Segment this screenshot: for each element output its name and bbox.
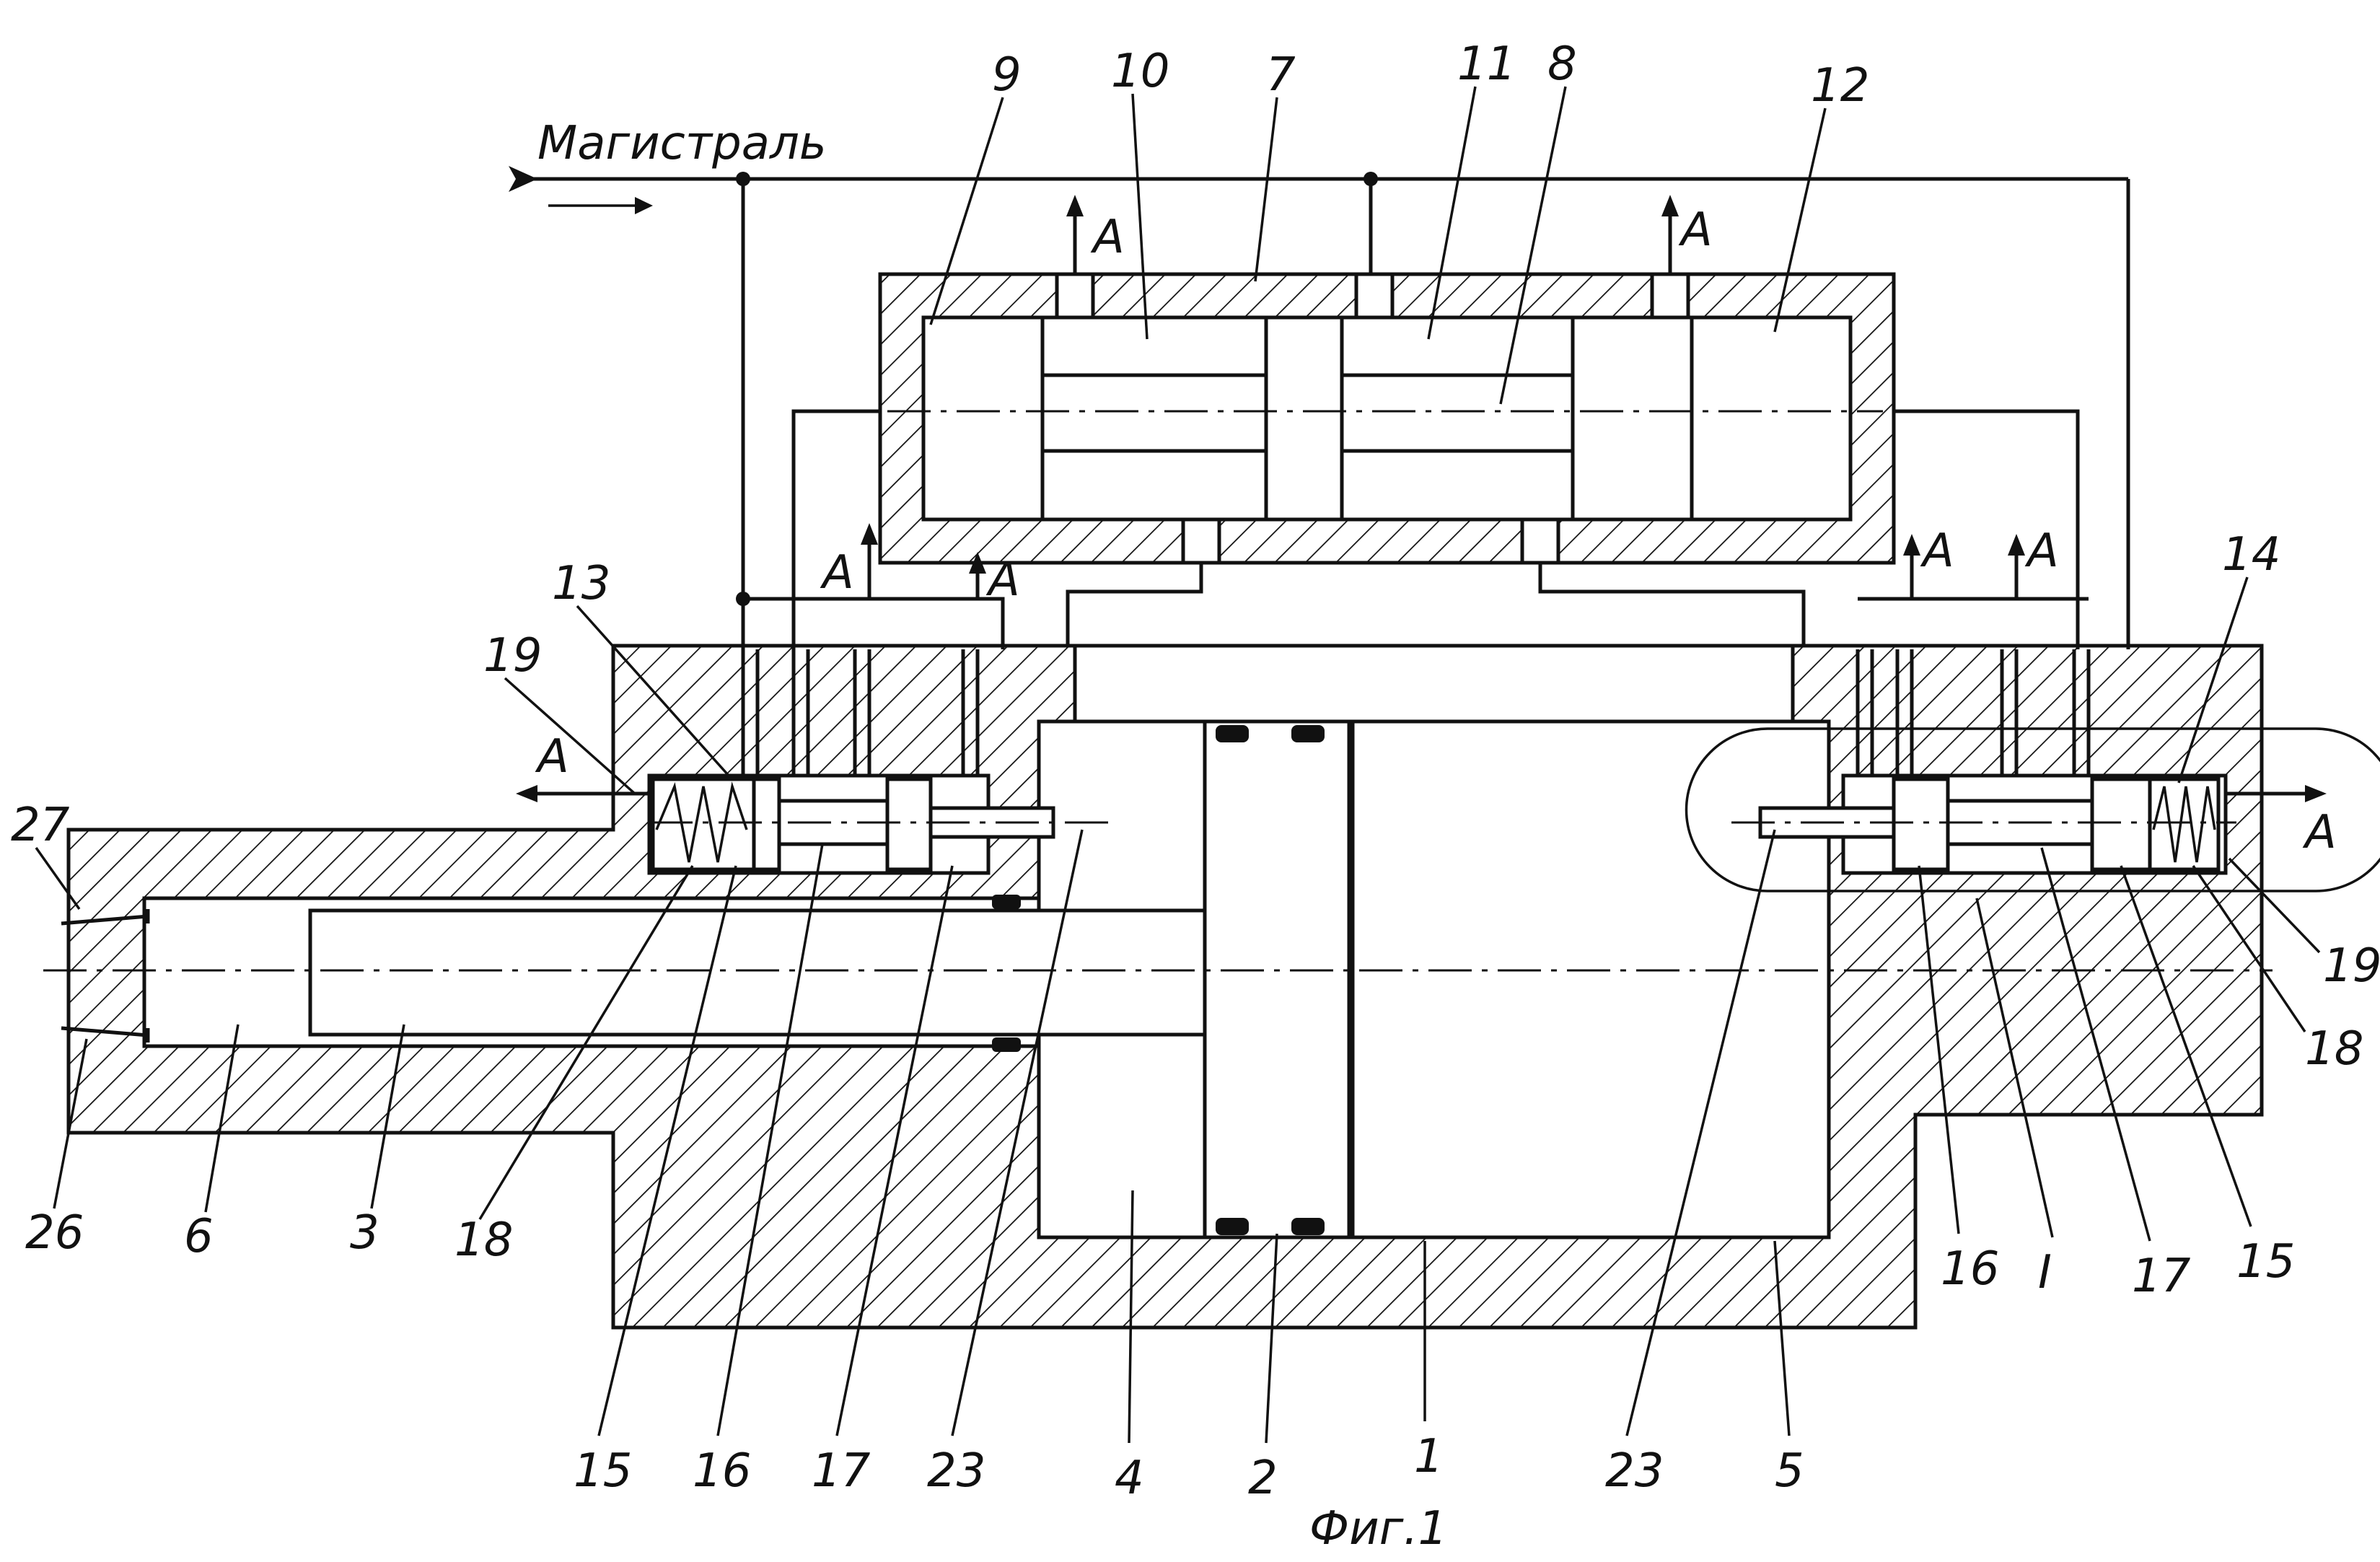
callout-17-right: 17 [2132, 1250, 2191, 1303]
callout-4: 4 [1115, 1452, 1144, 1505]
callout-18-left: 18 [455, 1214, 513, 1267]
callout-8: 8 [1547, 38, 1577, 91]
callout-7: 7 [1266, 48, 1296, 102]
exhaust-label-2: A [1678, 203, 1713, 257]
callout-11: 11 [1457, 38, 1516, 91]
callout-15-left: 15 [574, 1444, 632, 1498]
exhaust-label-5: A [1920, 525, 1954, 578]
callout-14: 14 [2222, 528, 2280, 582]
exhaust-label-8: A [2302, 806, 2337, 859]
callout-3: 3 [350, 1206, 379, 1260]
distributor [880, 274, 1894, 563]
exhaust-label-4: A [985, 553, 1020, 607]
callout-23-left: 23 [927, 1444, 985, 1498]
callout-1: 1 [1414, 1430, 1444, 1483]
exhaust-label-7: A [535, 730, 569, 784]
exhaust-label-3: A [820, 546, 854, 600]
callout-27: 27 [11, 799, 70, 852]
callout-2: 2 [1248, 1452, 1278, 1505]
callout-16-right: 16 [1941, 1242, 1999, 1296]
callout-13: 13 [552, 557, 610, 610]
caption: Фиг.1 [1309, 1502, 1447, 1556]
callout-19-right: 19 [2323, 939, 2380, 993]
callout-9: 9 [992, 48, 1022, 102]
callout-23-right: 23 [1605, 1444, 1664, 1498]
callout-16-left: 16 [693, 1444, 751, 1498]
exhaust-label-6: A [2024, 525, 2059, 578]
line-label: Магистраль [537, 117, 827, 170]
callout-18-right: 18 [2305, 1022, 2363, 1076]
callout-5: 5 [1775, 1444, 1804, 1498]
callout-detail-I: I [2038, 1246, 2052, 1299]
callout-10: 10 [1111, 45, 1169, 98]
callout-6: 6 [184, 1210, 214, 1263]
callout-12: 12 [1811, 59, 1869, 113]
callout-26: 26 [25, 1206, 84, 1260]
callout-17-left: 17 [812, 1444, 871, 1498]
callout-19-left: 19 [483, 629, 542, 683]
callout-15-right: 15 [2236, 1235, 2295, 1289]
exhaust-label-1: A [1090, 211, 1125, 264]
